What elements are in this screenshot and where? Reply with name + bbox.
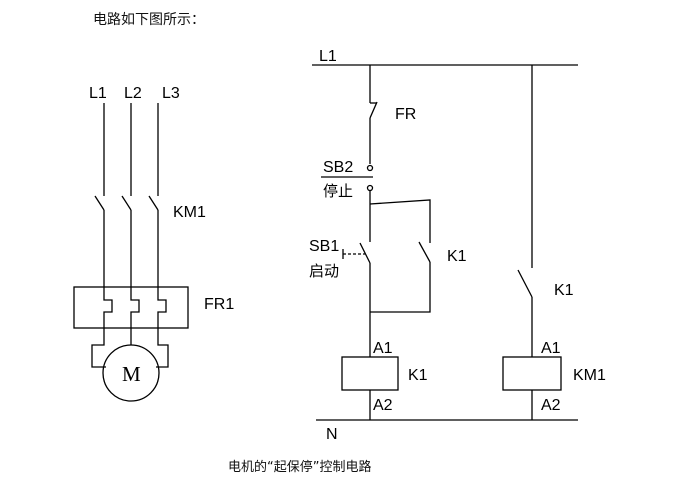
rail-label-n: N: [326, 426, 338, 443]
phase-label-l2: L2: [124, 85, 142, 102]
fr1-overload: [73, 286, 189, 329]
k1-coil-label: K1: [408, 367, 428, 384]
sb2-stop-button: [321, 164, 374, 192]
holding-wire-bottom: [370, 262, 431, 313]
k1-coil-a2-label: A2: [373, 397, 393, 414]
motor-symbol: [102, 344, 160, 402]
control-circuit: L1 N FR SB2 停止 K1 SB: [309, 48, 606, 443]
phase-label-l1: L1: [89, 85, 107, 102]
start-label: 启动: [309, 262, 339, 280]
km1-coil-label: KM1: [573, 367, 606, 384]
phase-label-l3: L3: [162, 85, 180, 102]
relay-contact-label: K1: [554, 282, 574, 299]
motor-label: M: [122, 362, 141, 386]
km1-coil-a2-label: A2: [541, 397, 561, 414]
km1-coil: [502, 356, 562, 391]
intro-text: 电路如下图所示：: [93, 12, 205, 28]
diagram-caption: 电机的“起保停”控制电路: [228, 460, 372, 475]
holding-contact-label: K1: [447, 248, 467, 265]
motor-lead-l3: [156, 328, 169, 368]
overload-label-fr1: FR1: [204, 296, 234, 313]
stop-button-label: SB2: [323, 159, 353, 176]
k1-coil-a1-label: A1: [373, 340, 393, 357]
start-button-label: SB1: [309, 238, 339, 255]
contactor-label-km1: KM1: [173, 204, 206, 221]
km1-main-contacts: [94, 195, 159, 287]
rail-label-l1: L1: [319, 48, 337, 65]
main-circuit: L1 L2 L3 KM1 FR1 M: [73, 85, 234, 402]
relay-contact-k1: [517, 269, 533, 298]
k1-coil: [341, 356, 399, 391]
sb1-start-button: [342, 242, 371, 264]
motor-lead-l1: [91, 328, 106, 368]
km1-coil-a1-label: A1: [541, 340, 561, 357]
holding-contact-k1: [418, 241, 431, 263]
fr-nc-contact: [369, 101, 378, 119]
stop-label: 停止: [323, 182, 353, 200]
holding-wire-top: [369, 199, 431, 243]
fr-contact-label: FR: [395, 106, 416, 123]
